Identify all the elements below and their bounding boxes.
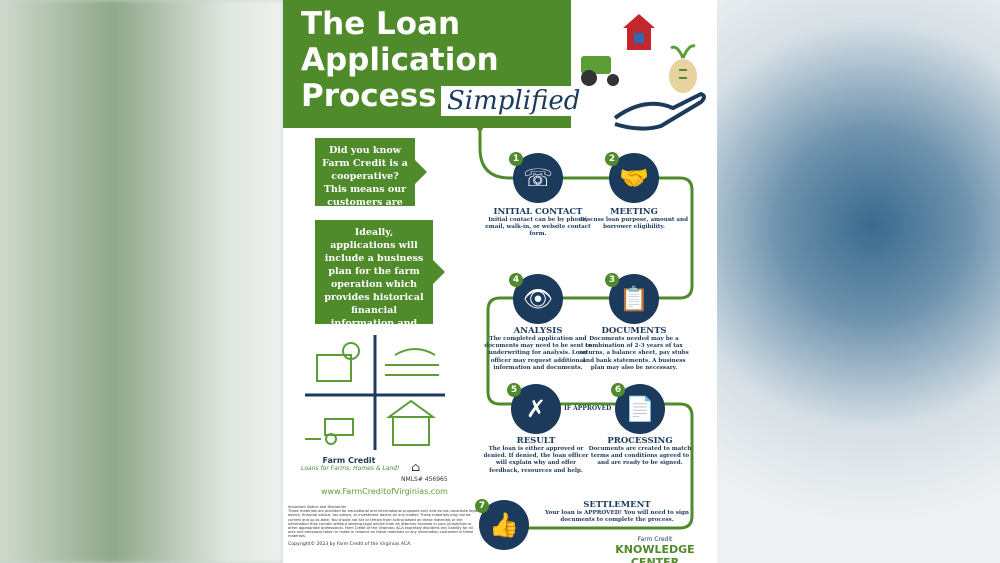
step-title: MEETING [610,207,658,217]
disclaimer-title: Important Notice and Disclaimer [288,505,347,509]
knowledge-center-logo: Farm Credit KNOWLEDGE CENTER [593,536,717,563]
money-bag-icon [669,44,697,93]
clipboard-icon: 📋 [609,274,659,324]
kc-brand: Farm Credit [637,536,673,543]
blurred-background-right [717,0,1000,563]
step-text: The completed application and documents … [484,336,592,371]
infographic-poster: The Loan Application Process Simplified … [283,0,717,563]
step-text: Documents are created to match terms and… [588,446,692,467]
house-icon [623,14,655,50]
title-accent: Simplified [441,86,587,116]
cooperative-callout: Did you know Farm Credit is a cooperativ… [315,138,427,221]
step-text: Initial contact can be by phone, email, … [485,217,591,238]
copyright: Copyright© 2023 by Farm Credit of the Vi… [288,541,412,547]
step-number: 1 [509,152,523,166]
title-block: The Loan Application Process [283,0,571,128]
hand-icon [613,91,706,131]
header-illustration [581,14,706,131]
farm-quadrant-illustration [305,335,445,450]
step-text: Documents needed may be a combination of… [579,336,689,371]
farm-credit-logo: Farm Credit [322,456,376,465]
step-number: 4 [509,273,523,287]
step-number: 7 [475,499,489,513]
process-path [477,125,694,530]
website-link[interactable]: www.FarmCreditofVirginias.com [321,487,448,496]
phone-icon: ☏ [513,153,563,203]
title-line: Process [301,78,437,114]
step-text: Discuss loan purpose, amount and borrowe… [579,217,689,231]
step-title: DOCUMENTS [601,326,667,336]
blurred-background-left [0,0,283,563]
business-plan-callout: Ideally, applications will include a bus… [315,220,445,355]
title-line: The Loan [301,6,461,42]
if-approved-label: IF APPROVED [563,405,613,412]
step-text: The loan is either approved or denied. I… [483,446,589,474]
step-text: Your loan is APPROVED! You will need to … [545,510,689,524]
step-number: 5 [507,383,521,397]
step-number: 6 [611,383,625,397]
tractor-icon [581,56,619,86]
tagline: Loans for Farms, Homes & Land! [301,465,400,472]
title-line: Application [301,42,499,78]
step-title: ANALYSIS [513,326,563,336]
step-title: INITIAL CONTACT [493,207,583,217]
step-number: 3 [605,273,619,287]
step-title: PROCESSING [607,436,673,446]
step-number: 2 [605,152,619,166]
nmls-number: NMLS# 456965 [401,476,448,483]
step-title: SETTLEMENT [583,500,651,510]
disclaimer-text: These materials are provided for educati… [288,509,478,539]
equal-housing-icon: ⌂ [411,460,421,474]
step-title: RESULT [516,436,556,446]
kc-title: KNOWLEDGE CENTER [615,543,695,563]
